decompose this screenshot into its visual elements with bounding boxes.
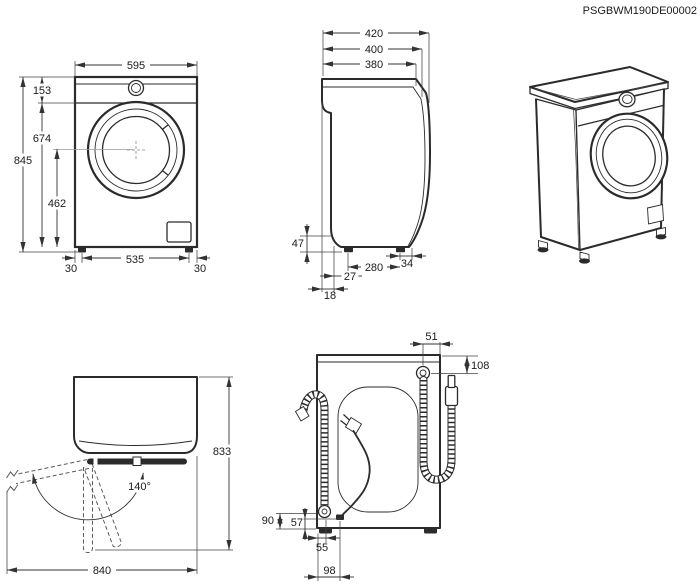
door-open-position-140 (15, 459, 90, 485)
dim-rear-drain-offset: 55 (316, 542, 328, 554)
perspective-foot (579, 258, 590, 264)
dim-side-back-overhang: 18 (324, 290, 336, 302)
dim-side-feet-distance: 280 (365, 262, 383, 274)
door-glass (101, 115, 171, 185)
side-cabinet-outline (321, 78, 431, 248)
perspective-view (529, 66, 669, 264)
rear-view: 51 108 90 57 55 98 (262, 331, 489, 581)
door-open-position-90 (83, 467, 93, 554)
drain-hose-end-fitting (294, 405, 310, 422)
drain-hose (294, 390, 332, 519)
break-mark (6, 484, 19, 493)
dim-rear-inlet-offset: 51 (425, 331, 437, 343)
door-open-position-mid (83, 463, 123, 548)
side-machine-drawing (321, 78, 431, 253)
perspective-foot (655, 234, 667, 240)
door-handle-notch (132, 456, 142, 466)
top-door-swing (6, 459, 145, 554)
side-view: 420 400 380 47 34 280 27 18 (286, 26, 431, 302)
door-swing-arc (32, 472, 145, 521)
dim-front-door-center: 462 (48, 198, 66, 210)
front-foot-right (185, 247, 193, 253)
dim-rear-drain-height: 90 (262, 515, 274, 527)
filter-door (166, 221, 192, 243)
dim-front-panel-to-bottom: 674 (33, 133, 51, 145)
power-cord (336, 414, 371, 520)
dim-side-depth-cabinet: 380 (365, 59, 383, 71)
dim-front-left-foot-inset: 30 (65, 263, 77, 275)
dim-side-depth-max: 420 (365, 28, 383, 40)
perspective-door (589, 112, 669, 200)
dim-side-depth-mid: 400 (365, 44, 383, 56)
door-hinge-gap (93, 457, 98, 466)
front-foot-left (78, 247, 86, 253)
door-center-crosshair (127, 141, 145, 159)
dim-side-rear-foot: 27 (344, 271, 356, 283)
rear-foot-left (319, 528, 332, 534)
side-foot-rear (344, 247, 353, 253)
dim-rear-inlet-drop: 108 (471, 360, 489, 372)
program-knob (618, 91, 636, 108)
dim-width-door-open: 840 (93, 565, 111, 577)
side-door-bulge-line (407, 98, 426, 247)
rear-foot-right (424, 528, 437, 534)
rear-recessed-panel (337, 386, 419, 513)
top-dimensions: 140° 833 840 (6, 376, 235, 577)
detergent-knob (127, 79, 145, 97)
inlet-hose-connector (444, 385, 459, 407)
rear-machine-drawing (294, 354, 459, 534)
front-machine-drawing (73, 75, 199, 253)
plug-prongs (340, 414, 351, 426)
drain-hose-outlet (317, 504, 332, 519)
dim-door-angle: 140° (128, 481, 151, 493)
side-dimensions: 420 400 380 47 34 280 27 18 (286, 26, 430, 302)
top-machine-drawing (73, 376, 198, 466)
dim-front-width: 595 (127, 60, 145, 72)
break-mark (6, 469, 19, 479)
perspective-foot (537, 247, 549, 253)
top-view: 140° 833 840 (6, 376, 235, 577)
dim-front-total-height: 845 (14, 155, 32, 167)
dim-front-right-foot-inset: 30 (194, 263, 206, 275)
dim-rear-cord-offset: 98 (323, 565, 335, 577)
rear-dimensions: 51 108 90 57 55 98 (262, 331, 489, 581)
dim-side-base-clearance: 47 (292, 238, 304, 250)
drawing-code: PSGBWM190DE00002 (583, 5, 697, 17)
dim-rear-cord-height: 57 (291, 517, 303, 529)
dim-front-feet-distance: 535 (126, 254, 144, 266)
front-view: 595 845 153 674 462 535 30 30 (9, 58, 210, 275)
inlet-hose (415, 365, 459, 484)
side-worktop-edge (322, 86, 422, 100)
worktop-top-face (529, 66, 669, 103)
door-handle-mark (161, 170, 169, 176)
perspective-filter-door (647, 203, 664, 225)
dim-front-top-to-panel: 153 (33, 85, 51, 97)
top-front-curve (78, 440, 193, 446)
top-cabinet-outline (73, 376, 198, 454)
dim-side-front-foot: 34 (401, 258, 413, 270)
door-handle-mark (161, 124, 169, 130)
dim-depth-door-open: 833 (213, 446, 231, 458)
front-dimensions: 595 845 153 674 462 535 30 30 (9, 58, 210, 275)
left-side-panel (535, 98, 581, 251)
side-foot-front (396, 247, 405, 253)
